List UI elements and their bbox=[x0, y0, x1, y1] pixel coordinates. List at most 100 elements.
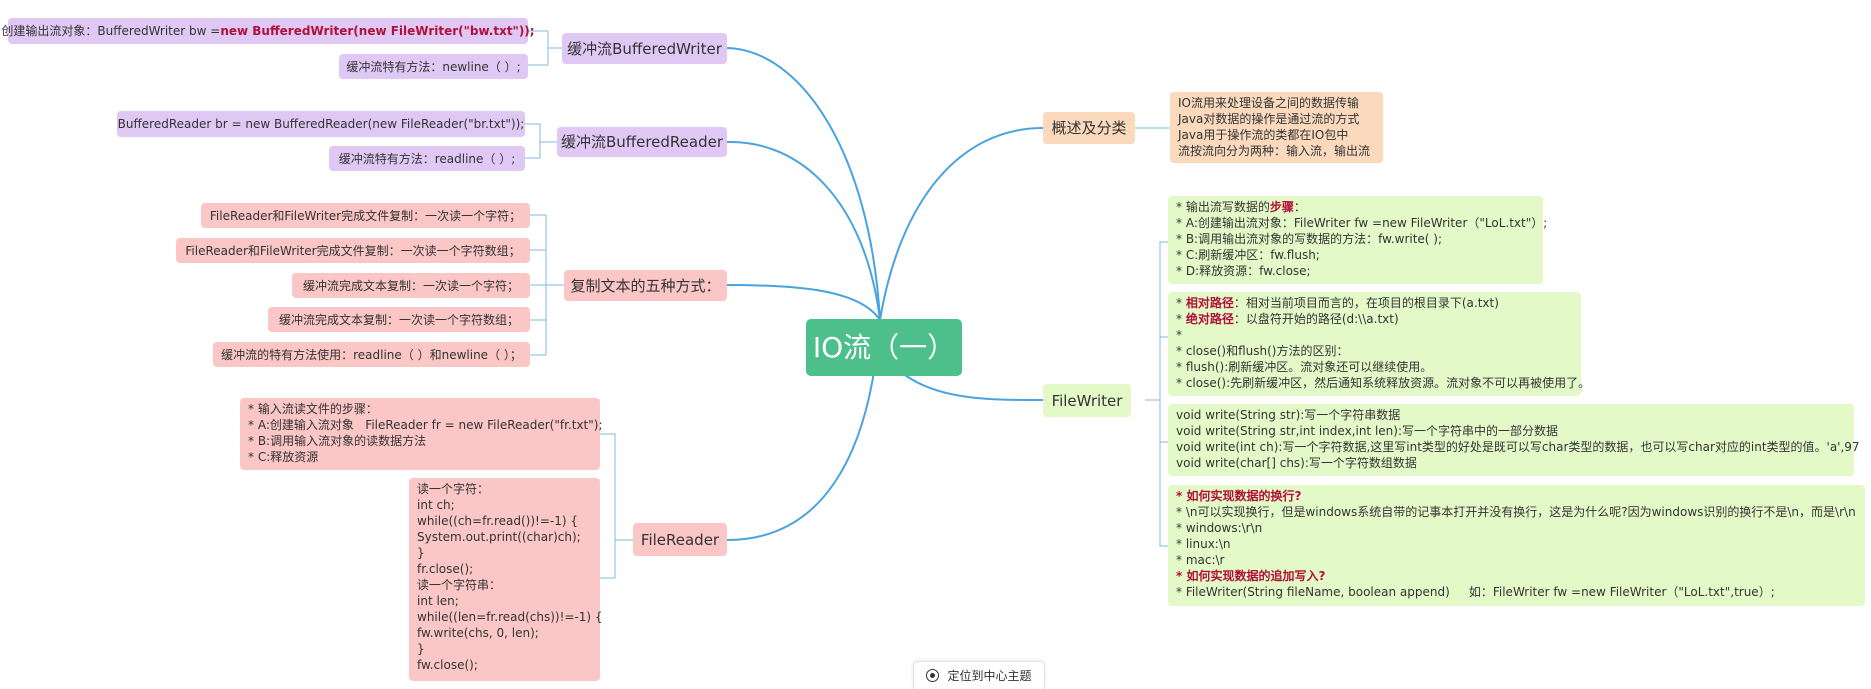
filewriter-newline-leaf[interactable]: * 如何实现数据的换行? * \n可以实现换行，但是windows系统自带的记事… bbox=[1168, 485, 1865, 606]
overview-line: IO流用来处理设备之间的数据传输 bbox=[1178, 96, 1359, 110]
filewriter-path-line: * close():先刷新缓冲区，然后通知系统释放资源。流对象不可以再被使用了。 bbox=[1176, 376, 1591, 390]
filewriter-steps-title-post: ： bbox=[1293, 200, 1306, 214]
filereader-code-line: fw.close(); bbox=[417, 658, 478, 672]
bufferedwriter-method-text: 缓冲流特有方法：newline（ ）; bbox=[346, 59, 521, 74]
filewriter-step-line: * B:调用输出流对象的写数据的方法：fw.write( ); bbox=[1176, 232, 1443, 246]
copy-item[interactable]: 缓冲流完成文本复制：一次读一个字符数组； bbox=[268, 307, 530, 332]
copy-item[interactable]: FileReader和FileWriter完成文件复制：一次读一个字符； bbox=[201, 203, 530, 228]
branch-overview-label: 概述及分类 bbox=[1051, 119, 1127, 137]
link-center-copy bbox=[726, 284, 881, 321]
filereader-steps-leaf[interactable]: * 输入流读文件的步骤： * A:创建输入流对象 FileReader fr =… bbox=[240, 398, 603, 470]
filewriter-method-line: void write(int ch):写一个字符数据,这里写int类型的好处是既… bbox=[1176, 440, 1860, 454]
branch-bufferedreader-label: 缓冲流BufferedReader bbox=[560, 133, 724, 151]
bufferedwriter-create-code: new BufferedWriter(new FileWriter("bw.tx… bbox=[220, 24, 535, 38]
filereader-code-line: int ch; bbox=[417, 498, 455, 512]
branch-copy-label: 复制文本的五种方式： bbox=[570, 276, 721, 295]
filereader-step-line: * A:创建输入流对象 FileReader fr = new FileRead… bbox=[248, 418, 603, 432]
overview-line: 流按流向分为两种：输入流，输出流 bbox=[1178, 144, 1371, 158]
copy-item[interactable]: 缓冲流的特有方法使用：readline（ ）和newline（ ）； bbox=[213, 342, 530, 367]
branch-filewriter-label: FileWriter bbox=[1051, 391, 1123, 410]
filewriter-path-line: * bbox=[1176, 328, 1182, 342]
bufferedwriter-create-leaf[interactable]: 创建输出流对象：BufferedWriter bw = new Buffered… bbox=[1, 18, 535, 44]
overview-leaf[interactable]: IO流用来处理设备之间的数据传输 Java对数据的操作是通过流的方式 Java用… bbox=[1170, 92, 1383, 163]
copy-item-text: 缓冲流的特有方法使用：readline（ ）和newline（ ）； bbox=[221, 347, 522, 362]
append-heading: * 如何实现数据的追加写入? bbox=[1176, 569, 1326, 583]
locate-center-topic-button[interactable]: 定位到中心主题 bbox=[913, 661, 1045, 689]
bracket-copy bbox=[530, 214, 564, 356]
link-center-filewriter bbox=[904, 374, 1044, 401]
filereader-step-line: * B:调用输入流对象的读数据方法 bbox=[248, 434, 427, 448]
absolute-path-line: * 绝对路径：以盘符开始的路径(d:\\a.txt) bbox=[1176, 312, 1399, 326]
bracket-bufferedreader bbox=[525, 123, 557, 159]
central-topic-label: IO流（一） bbox=[812, 330, 956, 364]
relative-path-line: * 相对路径：相对当前项目而言的，在项目的根目录下(a.txt) bbox=[1176, 296, 1499, 310]
branch-copy[interactable]: 复制文本的五种方式： bbox=[564, 270, 727, 301]
branch-filewriter[interactable]: FileWriter bbox=[1043, 384, 1131, 417]
filewriter-method-line: void write(String str):写一个字符串数据 bbox=[1176, 408, 1401, 422]
filereader-code-line: } bbox=[417, 546, 425, 560]
central-topic[interactable]: IO流（一） bbox=[806, 319, 962, 376]
newline-heading: * 如何实现数据的换行? bbox=[1176, 489, 1302, 503]
target-icon bbox=[926, 669, 940, 682]
filereader-code-leaf[interactable]: 读一个字符： int ch; while((ch=fr.read())!=-1)… bbox=[409, 478, 603, 681]
copy-item-text: 缓冲流完成文本复制：一次读一个字符； bbox=[302, 278, 519, 293]
filewriter-steps-title: * 输出流写数据的步骤： bbox=[1176, 199, 1535, 215]
filereader-code-line: } bbox=[417, 642, 425, 656]
filewriter-steps-title-bold: 步骤 bbox=[1269, 200, 1294, 214]
copy-item-text: FileReader和FileWriter完成文件复制：一次读一个字符； bbox=[209, 208, 522, 223]
filewriter-method-line: void write(String str,int index,int len)… bbox=[1176, 424, 1559, 438]
filereader-code-line: fw.write(chs, 0, len); bbox=[417, 626, 539, 640]
filewriter-step-line: * C:刷新缓冲区：fw.flush; bbox=[1176, 248, 1320, 262]
append-line: * FileWriter(String fileName, boolean ap… bbox=[1176, 585, 1775, 599]
branch-filereader-label: FileReader bbox=[640, 530, 720, 549]
copy-item[interactable]: 缓冲流完成文本复制：一次读一个字符； bbox=[292, 273, 530, 298]
newline-line: * mac:\r bbox=[1176, 553, 1225, 567]
filewriter-path-line: * close()和flush()方法的区别： bbox=[1176, 344, 1349, 358]
filereader-code-line: int len; bbox=[417, 594, 459, 608]
filereader-code-line: while((ch=fr.read())!=-1) { bbox=[417, 514, 578, 528]
link-center-bufferedreader bbox=[726, 140, 881, 321]
filereader-code-line: 读一个字符： bbox=[417, 482, 490, 496]
filereader-code-line: 读一个字符串： bbox=[417, 578, 502, 592]
branch-bufferedreader[interactable]: 缓冲流BufferedReader bbox=[557, 127, 727, 157]
newline-line: * linux:\n bbox=[1176, 537, 1231, 551]
branch-overview[interactable]: 概述及分类 bbox=[1043, 112, 1135, 144]
filewriter-step-line: * D:释放资源：fw.close; bbox=[1176, 264, 1311, 278]
branch-filereader[interactable]: FileReader bbox=[633, 523, 727, 556]
bufferedreader-method-text: 缓冲流特有方法：readline（ ）; bbox=[338, 151, 516, 166]
filewriter-steps-title-pre: * 输出流写数据的 bbox=[1176, 200, 1270, 214]
filereader-code-line: while((len=fr.read(chs))!=-1) { bbox=[417, 610, 603, 624]
absolute-path-label: 绝对路径 bbox=[1185, 312, 1234, 326]
filereader-code-line: System.out.print((char)ch); bbox=[417, 530, 581, 544]
bracket-bufferedwriter bbox=[528, 30, 562, 66]
bufferedreader-create-leaf[interactable]: BufferedReader br = new BufferedReader(n… bbox=[117, 111, 525, 137]
filewriter-methods-leaf[interactable]: void write(String str):写一个字符串数据 void wri… bbox=[1168, 404, 1860, 476]
link-center-bufferedwriter bbox=[726, 47, 881, 321]
overview-line: Java对数据的操作是通过流的方式 bbox=[1178, 112, 1360, 126]
bufferedreader-create-text: BufferedReader br = new BufferedReader(n… bbox=[117, 117, 525, 131]
filereader-step-line: * C:释放资源 bbox=[248, 450, 319, 464]
filewriter-method-line: void write(char[] chs):写一个字符数组数据 bbox=[1176, 456, 1417, 470]
link-center-overview bbox=[879, 127, 1044, 321]
relative-path-text: ：相对当前项目而言的，在项目的根目录下(a.txt) bbox=[1233, 296, 1499, 310]
locate-center-topic-label: 定位到中心主题 bbox=[947, 669, 1032, 683]
filewriter-path-leaf[interactable]: * 相对路径：相对当前项目而言的，在项目的根目录下(a.txt) * 绝对路径：… bbox=[1168, 292, 1591, 396]
filewriter-path-line: * flush():刷新缓冲区。流对象还可以继续使用。 bbox=[1176, 360, 1433, 374]
copy-item-text: 缓冲流完成文本复制：一次读一个字符数组； bbox=[278, 312, 519, 327]
bracket-filewriter bbox=[1145, 241, 1168, 547]
filewriter-steps-leaf[interactable]: * 输出流写数据的步骤： * A:创建输出流对象：FileWriter fw =… bbox=[1168, 196, 1547, 284]
filereader-step-line: * 输入流读文件的步骤： bbox=[248, 402, 378, 416]
bufferedreader-method-leaf[interactable]: 缓冲流特有方法：readline（ ）; bbox=[329, 146, 525, 171]
absolute-path-text: ：以盘符开始的路径(d:\\a.txt) bbox=[1233, 312, 1399, 326]
relative-path-label: 相对路径 bbox=[1185, 296, 1234, 310]
bufferedwriter-method-leaf[interactable]: 缓冲流特有方法：newline（ ）; bbox=[339, 54, 528, 79]
filereader-code-line: fr.close(); bbox=[417, 562, 474, 576]
newline-line: * \n可以实现换行，但是windows系统自带的记事本打开并没有换行，这是为什… bbox=[1176, 505, 1856, 519]
copy-item[interactable]: FileReader和FileWriter完成文件复制：一次读一个字符数组； bbox=[176, 238, 530, 263]
branch-bufferedwriter[interactable]: 缓冲流BufferedWriter bbox=[562, 33, 727, 64]
bracket-filereader bbox=[600, 433, 633, 579]
newline-line: * windows:\r\n bbox=[1176, 521, 1263, 535]
overview-line: Java用于操作流的类都在IO包中 bbox=[1178, 128, 1349, 142]
branch-bufferedwriter-label: 缓冲流BufferedWriter bbox=[567, 39, 722, 58]
copy-item-text: FileReader和FileWriter完成文件复制：一次读一个字符数组； bbox=[185, 243, 521, 258]
